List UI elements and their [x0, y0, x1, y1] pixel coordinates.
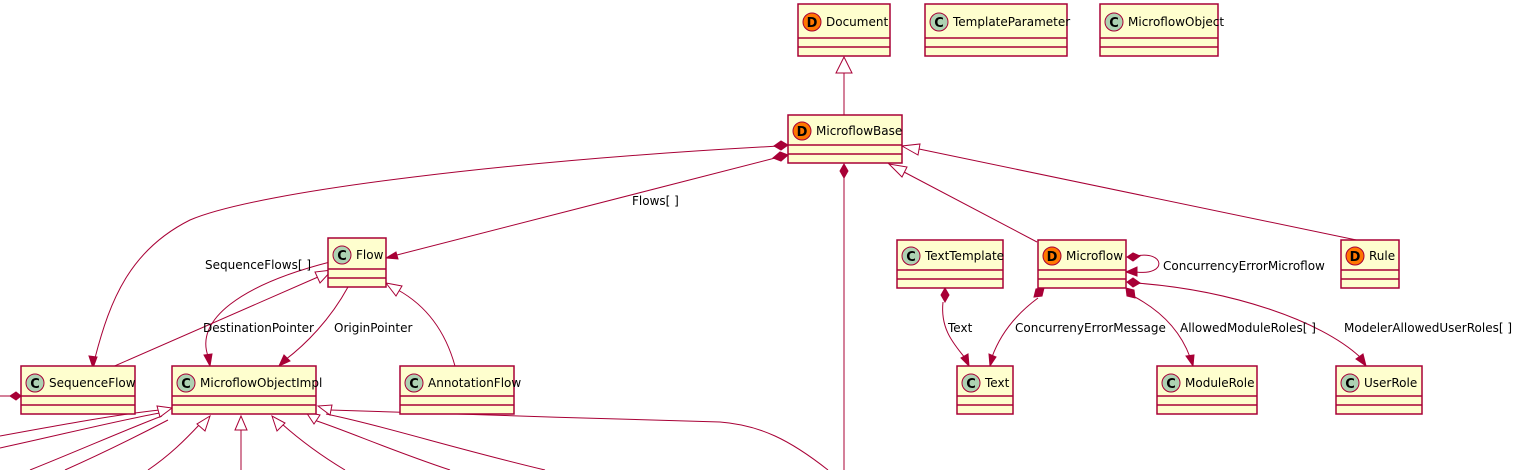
class-text[interactable]: C Text — [956, 365, 1014, 415]
svg-text:C: C — [1345, 377, 1355, 392]
class-rule[interactable]: D Rule — [1340, 239, 1400, 289]
class-sequenceflow[interactable]: C SequenceFlow — [20, 365, 136, 415]
text-stereotype-icon — [961, 373, 981, 393]
class-microflow[interactable]: D Microflow — [1037, 239, 1127, 289]
svg-text:C: C — [337, 249, 347, 264]
relation-sequenceflow-extends-flow — [109, 269, 334, 369]
svg-text:C: C — [409, 377, 419, 392]
rule-stereotype-icon — [1345, 246, 1365, 266]
relation-flow-originpointer — [277, 286, 349, 368]
relation-labels: Flows[ ] SequenceFlows[ ] DestinationPoi… — [203, 194, 1512, 335]
label-modeleralloweduserroles: ModelerAllowedUserRoles[ ] — [1344, 321, 1512, 335]
relation-flow-destinationpointer — [203, 261, 331, 368]
svg-text:C: C — [1109, 16, 1119, 31]
modulerole-stereotype-icon — [1161, 373, 1181, 393]
class-name: ModuleRole — [1185, 376, 1255, 390]
label-destinationpointer: DestinationPointer — [203, 321, 314, 335]
microflowbase-stereotype-icon — [792, 121, 812, 141]
class-annotationflow[interactable]: C AnnotationFlow — [399, 365, 521, 415]
userrole-stereotype-icon — [1340, 373, 1360, 393]
relation-microflow-allowedmoduleroles — [1125, 287, 1195, 368]
class-name: TemplateParameter — [952, 15, 1070, 29]
label-text: Text — [947, 321, 973, 335]
svg-text:C: C — [181, 377, 191, 392]
svg-text:D: D — [1350, 250, 1361, 265]
class-name: Flow — [356, 248, 384, 262]
svg-text:D: D — [1047, 250, 1058, 265]
relation-offscreen-sequenceflow — [0, 391, 22, 401]
svg-text:C: C — [966, 377, 976, 392]
svg-text:C: C — [906, 250, 916, 265]
microflow-stereotype-icon — [1042, 246, 1062, 266]
class-name: TextTemplate — [924, 249, 1004, 263]
class-templateparameter[interactable]: C TemplateParameter — [924, 3, 1070, 57]
class-name: MicroflowObjectImpl — [200, 376, 322, 390]
class-name: Document — [826, 15, 888, 29]
flow-stereotype-icon — [332, 245, 352, 265]
relation-microflow-concurrencyerrormicroflow — [1124, 252, 1160, 277]
relations — [0, 55, 1367, 470]
svg-text:D: D — [797, 125, 808, 140]
label-flows: Flows[ ] — [632, 194, 679, 208]
relation-microflow-extends-microflowbase — [887, 163, 1038, 243]
relation-microflow-modeleralloweduserroles — [1126, 277, 1367, 368]
class-name: UserRole — [1364, 376, 1417, 390]
class-name: AnnotationFlow — [428, 376, 521, 390]
class-name: MicroflowBase — [816, 124, 902, 138]
relation-microflowbase-flows — [384, 151, 789, 260]
class-name: Text — [984, 376, 1010, 390]
class-texttemplate[interactable]: C TextTemplate — [896, 239, 1004, 289]
class-name: MicroflowObject — [1128, 15, 1224, 29]
class-microflowobject[interactable]: C MicroflowObject — [1099, 3, 1224, 57]
microflowobjectimpl-stereotype-icon — [176, 373, 196, 393]
relation-microflowbase-extends-document — [835, 55, 853, 115]
label-originpointer: OriginPointer — [334, 321, 412, 335]
label-sequenceflows: SequenceFlows[ ] — [205, 258, 311, 272]
templateparameter-stereotype-icon — [929, 12, 949, 32]
relation-annotationflow-extends-flow — [384, 282, 456, 367]
svg-text:D: D — [807, 16, 818, 31]
relation-rule-extends-microflowbase — [900, 143, 1367, 243]
relation-texttemplate-text — [940, 286, 970, 368]
relation-microflowbase-sequenceflow — [88, 140, 789, 370]
texttemplate-stereotype-icon — [901, 246, 921, 266]
sequenceflow-stereotype-icon — [25, 373, 45, 393]
class-name: SequenceFlow — [49, 376, 136, 390]
svg-text:C: C — [934, 16, 944, 31]
class-microflowobjectimpl[interactable]: C MicroflowObjectImpl — [171, 365, 322, 415]
label-concurrencyerrormessage: ConcurrenyErrorMessage — [1015, 321, 1166, 335]
class-userrole[interactable]: C UserRole — [1335, 365, 1423, 415]
annotationflow-stereotype-icon — [404, 373, 424, 393]
class-name: Microflow — [1066, 249, 1123, 263]
svg-text:C: C — [1166, 377, 1176, 392]
microflowobject-stereotype-icon — [1104, 12, 1124, 32]
class-microflowbase[interactable]: D MicroflowBase — [787, 114, 903, 164]
label-concurrencyerrormicroflow: ConcurrencyErrorMicroflow — [1163, 259, 1325, 273]
document-stereotype-icon — [802, 12, 822, 32]
class-document[interactable]: D Document — [797, 3, 891, 57]
label-allowedmoduleroles: AllowedModuleRoles[ ] — [1180, 321, 1316, 335]
class-modulerole[interactable]: C ModuleRole — [1156, 365, 1258, 415]
class-name: Rule — [1369, 249, 1395, 263]
relation-microflowbase-down — [839, 162, 849, 470]
class-flow[interactable]: C Flow — [327, 237, 387, 288]
svg-text:C: C — [30, 377, 40, 392]
